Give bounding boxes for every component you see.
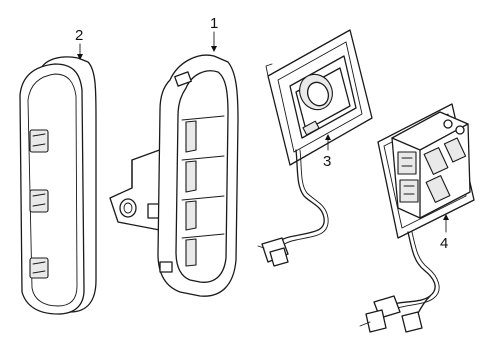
part-1-switch-housing (109, 54, 239, 297)
part-3-mounting-plate (257, 29, 373, 267)
callout-1-label: 1 (210, 15, 218, 32)
callout-2-label: 2 (75, 27, 83, 44)
window-switch-button (29, 257, 49, 279)
window-switch-button (29, 189, 49, 213)
harness-connector (257, 237, 289, 267)
callout-4: 4 (440, 214, 449, 252)
window-switch-button (29, 129, 49, 153)
callout-1: 1 (210, 15, 218, 52)
harness-connector (359, 295, 423, 333)
part-2-switch-bezel (19, 56, 97, 315)
callout-3: 3 (323, 134, 331, 170)
callout-3-label: 3 (323, 153, 331, 170)
callout-4-label: 4 (440, 235, 448, 252)
callout-2: 2 (75, 27, 83, 60)
part-4-switch-module (359, 103, 475, 333)
